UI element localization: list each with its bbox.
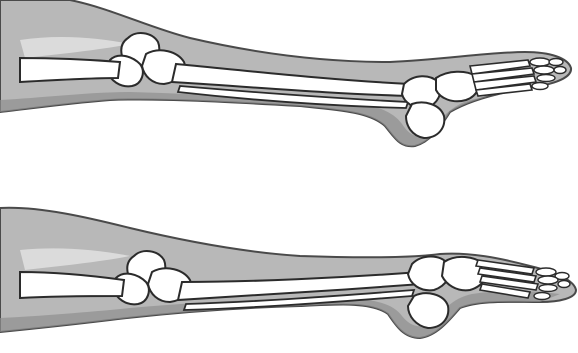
upper-femur-bone [20,58,120,82]
upper-leg-panel [0,0,571,146]
upper-calcaneus-bone [406,103,444,139]
upper-metatarsal-bones [470,60,536,96]
lower-leg-panel [0,208,576,338]
